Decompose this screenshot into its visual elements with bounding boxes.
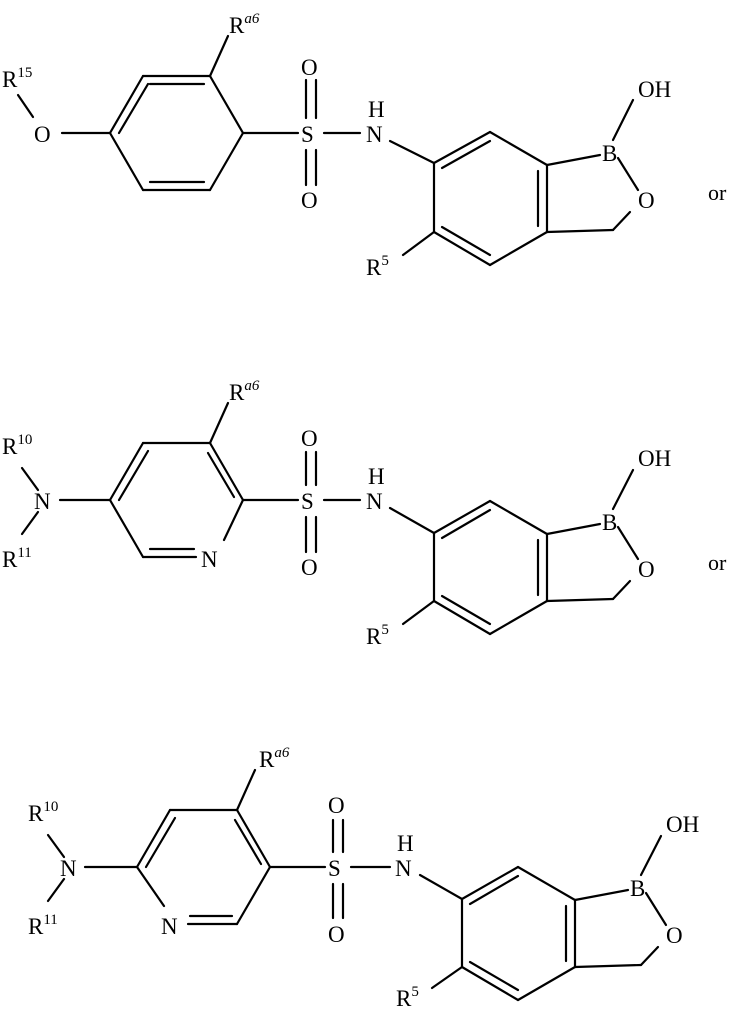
sulfur-label: S: [301, 489, 314, 514]
ra6-label: Ra6: [259, 745, 290, 772]
ring-oxygen-label: O: [638, 557, 655, 582]
amine-nitrogen-label: N: [34, 489, 51, 514]
structure-1: R15 O Ra6 O S O H N OH B O R5 or: [2, 11, 727, 280]
r15-label: R15: [2, 65, 32, 92]
structure-3: R10 N R11 N Ra6 O S O H N OH B O R5: [28, 745, 699, 1010]
r10-label: R10: [2, 432, 32, 459]
sulfonyl-oxygen-bottom-label: O: [301, 555, 318, 580]
pyridine-nitrogen-label: N: [201, 547, 218, 572]
amide-hydrogen-label: H: [368, 464, 385, 489]
sulfonamide-nitrogen-label: N: [366, 122, 383, 147]
structure-2: R10 N R11 N Ra6 O S O H N OH B O R5 or: [2, 378, 727, 649]
sulfonyl-oxygen-top-label: O: [301, 426, 318, 451]
sulfonamide-nitrogen-label: N: [366, 489, 383, 514]
sulfonamide-nitrogen-label: N: [395, 856, 412, 881]
r11-label: R11: [2, 545, 32, 572]
pyridine-nitrogen-label: N: [161, 914, 178, 939]
sulfonyl-oxygen-top-label: O: [328, 793, 345, 818]
r10-label: R10: [28, 799, 58, 826]
sulfonyl-oxygen-top-label: O: [301, 55, 318, 80]
boron-label: B: [630, 876, 645, 901]
structure-3-bonds: [48, 770, 666, 1000]
boron-label: B: [602, 510, 617, 535]
ring-oxygen-label: O: [638, 188, 655, 213]
amide-hydrogen-label: H: [368, 97, 385, 122]
r5-label: R5: [366, 253, 389, 280]
amide-hydrogen-label: H: [397, 831, 414, 856]
hydroxyl-label: OH: [666, 812, 699, 837]
structure-1-atoms: R15 O Ra6 O S O H N OH B O R5 or: [2, 11, 727, 280]
hydroxyl-label: OH: [638, 446, 671, 471]
r11-label: R11: [28, 912, 58, 939]
ring-oxygen-label: O: [666, 923, 683, 948]
structure-2-atoms: R10 N R11 N Ra6 O S O H N OH B O R5 or: [2, 378, 727, 649]
sulfur-label: S: [328, 856, 341, 881]
ra6-label: Ra6: [229, 378, 260, 405]
or-connector: or: [708, 180, 727, 205]
or-connector: or: [708, 550, 727, 575]
ether-oxygen-label: O: [34, 122, 51, 147]
hydroxyl-label: OH: [638, 77, 671, 102]
amine-nitrogen-label: N: [60, 856, 77, 881]
sulfonyl-oxygen-bottom-label: O: [301, 188, 318, 213]
r5-label: R5: [396, 984, 419, 1010]
sulfonyl-oxygen-bottom-label: O: [328, 922, 345, 947]
structure-1-bonds: [18, 36, 638, 265]
sulfur-label: S: [301, 122, 314, 147]
boron-label: B: [602, 141, 617, 166]
r5-label: R5: [366, 622, 389, 649]
ra6-label: Ra6: [229, 11, 260, 38]
structure-3-atoms: R10 N R11 N Ra6 O S O H N OH B O R5: [28, 745, 699, 1010]
structure-2-bonds: [22, 403, 638, 634]
